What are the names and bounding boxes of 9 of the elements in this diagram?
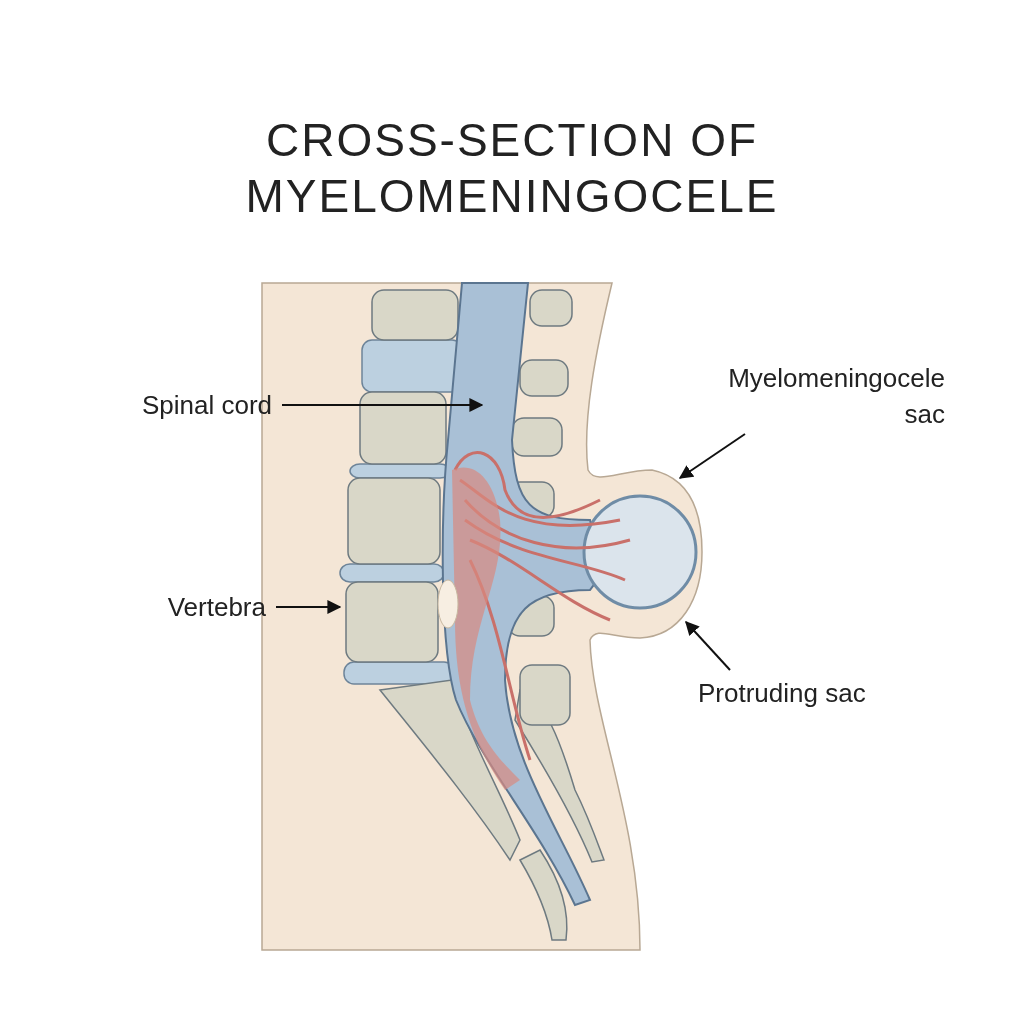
title: CROSS-SECTION OF MYELOMENINGOCELE [244, 113, 780, 224]
arrow [685, 620, 731, 671]
callout-label: Spinal cord [140, 389, 272, 422]
callout-label: Protruding sac [698, 677, 867, 710]
arrow [275, 600, 342, 614]
callout-label: Vertebra [166, 591, 266, 624]
arrow [678, 433, 746, 479]
arrow [281, 398, 484, 412]
callout-label: Myelomeningocele sac [727, 362, 945, 431]
